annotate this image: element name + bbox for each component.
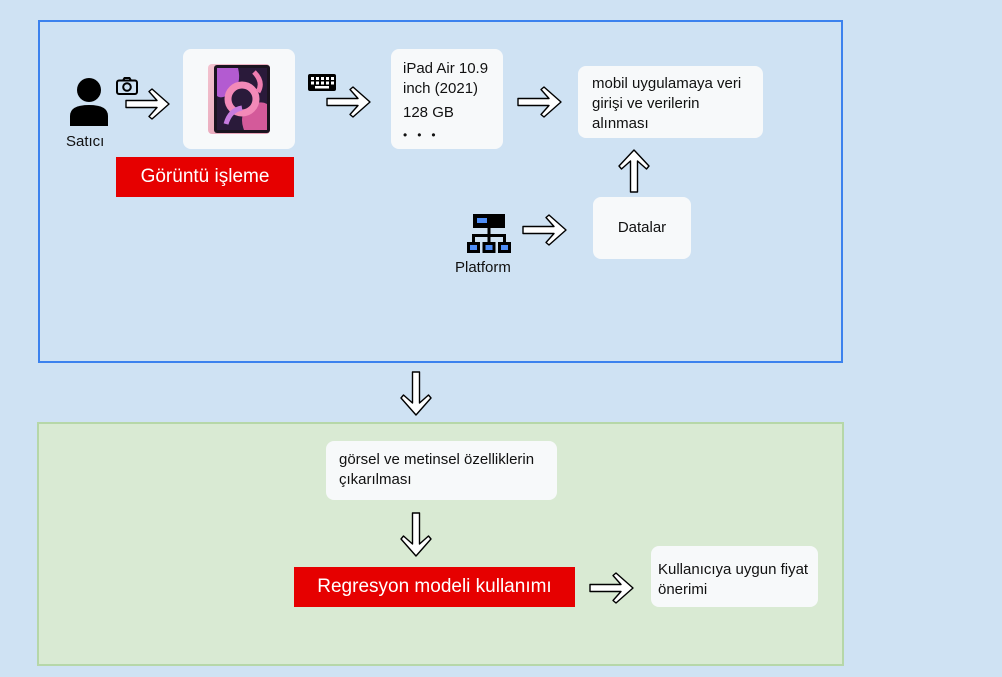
data-label: Datalar xyxy=(617,219,667,236)
image-processing-label: Görüntü işleme xyxy=(116,157,294,197)
keyboard-icon xyxy=(307,73,337,93)
arrow-right-icon xyxy=(586,568,638,608)
mobile-app-text: mobil uygulamaya veri girişi ve verileri… xyxy=(592,75,742,132)
tablet-image xyxy=(208,62,272,136)
arrow-right-icon xyxy=(515,82,565,122)
arrow-right-icon xyxy=(124,84,172,124)
seller-label: Satıcı xyxy=(66,133,105,150)
platform-label: Platform xyxy=(455,259,511,276)
arrow-right-icon xyxy=(324,82,374,122)
product-info-card: iPad Air 10.9 inch (2021) 128 GB • • • xyxy=(391,49,503,149)
person-icon xyxy=(69,76,109,126)
arrow-down-icon xyxy=(396,370,436,418)
regression-model-label: Regresyon modeli kullanımı xyxy=(294,567,575,607)
product-title-line: iPad Air 10.9 xyxy=(403,60,489,77)
features-text: görsel ve metinsel özelliklerin çıkarılm… xyxy=(339,451,535,488)
data-card: Datalar xyxy=(593,197,691,259)
price-suggestion-text: Kullanıcıya uygun fiyat önerimi xyxy=(658,561,809,598)
arrow-up-icon xyxy=(614,148,654,194)
mobile-app-card: mobil uygulamaya veri girişi ve verileri… xyxy=(578,66,763,138)
price-suggestion-card: Kullanıcıya uygun fiyat önerimi xyxy=(651,546,818,607)
product-storage-line: 128 GB xyxy=(403,104,454,121)
arrow-right-icon xyxy=(520,210,570,250)
network-icon xyxy=(467,213,511,255)
features-card: görsel ve metinsel özelliklerin çıkarılm… xyxy=(326,441,557,500)
arrow-down-icon xyxy=(396,511,436,559)
camera-icon xyxy=(115,76,139,96)
product-ellipsis: • • • xyxy=(403,128,436,142)
product-image-card xyxy=(183,49,295,149)
product-year-line: inch (2021) xyxy=(403,80,479,97)
